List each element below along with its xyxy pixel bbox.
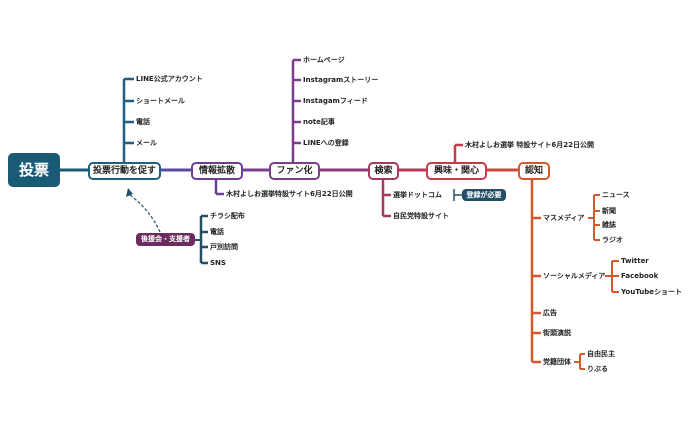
social-media-twitter: Twitter <box>621 257 649 265</box>
fan-item-ig-story: Instagramストーリー <box>303 76 379 84</box>
node-interest[interactable]: 興味・関心 <box>426 162 487 180</box>
fan-item-note: note記事 <box>303 118 335 126</box>
party-org-libre: りぶる <box>587 365 608 373</box>
supporters-item-sns: SNS <box>210 259 226 267</box>
register-tag: 登録が必要 <box>462 189 506 201</box>
supporters-tag: 後援会・支援者 <box>136 233 195 246</box>
action-item-shortmail: ショートメール <box>136 97 185 105</box>
action-item-phone: 電話 <box>136 118 150 126</box>
mass-media-news: ニュース <box>602 191 630 199</box>
party-org-jimin: 自由民主 <box>587 350 615 358</box>
awareness-party-org: 党籍団体 <box>543 358 571 366</box>
awareness-ads: 広告 <box>543 309 557 317</box>
node-spread[interactable]: 情報拡散 <box>191 162 243 180</box>
search-item-ldp: 自民党特設サイト <box>393 212 449 220</box>
supporters-item-phone: 電話 <box>210 228 224 236</box>
supporters-item-flyer: チラシ配布 <box>210 212 245 220</box>
node-fan[interactable]: ファン化 <box>269 162 320 180</box>
awareness-social-media: ソーシャルメディア <box>543 272 606 280</box>
node-awareness[interactable]: 認知 <box>518 162 550 180</box>
action-item-line: LINE公式アカウント <box>136 75 203 83</box>
action-item-mail: メール <box>136 139 157 147</box>
fan-item-line: LINEへの登録 <box>303 139 349 147</box>
fan-item-homepage: ホームページ <box>303 56 345 64</box>
mass-media-magazine: 雑誌 <box>602 221 616 229</box>
mass-media-radio: ラジオ <box>602 236 623 244</box>
node-action[interactable]: 投票行動を促す <box>88 162 161 180</box>
supporters-dashed-arrow <box>129 194 161 233</box>
mass-media-newspaper: 新聞 <box>602 207 616 215</box>
spread-item-site: 木村よしお選挙特設サイト6月22日公開 <box>226 190 353 198</box>
awareness-street: 街頭演説 <box>543 329 571 337</box>
fan-item-ig-feed: Instagamフィード <box>303 97 368 105</box>
awareness-mass-media: マスメディア <box>543 214 585 222</box>
supporters-item-visit: 戸別訪問 <box>210 243 238 251</box>
node-search[interactable]: 検索 <box>368 162 399 180</box>
social-media-facebook: Facebook <box>621 272 659 280</box>
root-node[interactable]: 投票 <box>8 153 60 187</box>
search-item-senkyo: 選挙ドットコム <box>393 191 442 199</box>
social-media-youtube: YouTubeショート <box>621 288 682 296</box>
interest-item-site: 木村よしお選挙 特設サイト6月22日公開 <box>465 141 595 149</box>
